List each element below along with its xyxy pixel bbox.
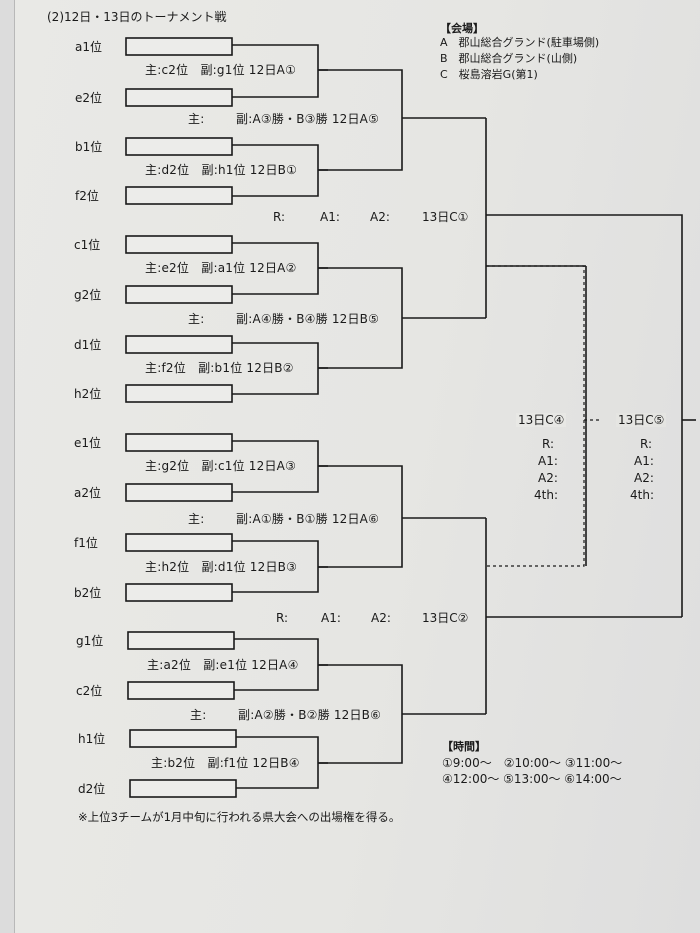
final-c4-label: 13日C④	[516, 413, 567, 427]
round2-match-label: 副:A④勝・B④勝 12日B⑤	[236, 312, 380, 326]
semi1-referee: R:	[273, 210, 286, 224]
times-row-1: ①9:00～ ②10:00～ ③11:00～	[442, 756, 623, 770]
team-label: c2位	[76, 684, 103, 698]
semi2-label: 13日C②	[422, 611, 469, 625]
team-label: e1位	[74, 436, 102, 450]
round1-match-label: 主:c2位 副:g1位 12日A①	[145, 63, 297, 77]
final-c5-a2: A2:	[634, 471, 654, 485]
footnote: ※上位3チームが1月中旬に行われる県大会への出場権を得る。	[78, 810, 401, 824]
round1-match-label: 主:e2位 副:a1位 12日A②	[145, 261, 297, 275]
round2-main-referee: 主:	[188, 112, 205, 126]
team-label: a1位	[75, 40, 102, 54]
venue-c: C 桜島溶岩G(第1)	[440, 68, 538, 81]
round2-main-referee: 主:	[188, 312, 205, 326]
final-c5-label: 13日C⑤	[616, 413, 667, 427]
round2-main-referee: 主:	[188, 512, 205, 526]
round2-match-label: 副:A②勝・B②勝 12日B⑥	[238, 708, 382, 722]
round1-match-label: 主:g2位 副:c1位 12日A③	[145, 459, 297, 473]
team-label: a2位	[74, 486, 101, 500]
round2-match-label: 副:A①勝・B①勝 12日A⑥	[236, 512, 380, 526]
venue-b: B 郡山総合グランド(山側)	[440, 52, 578, 65]
final-c4-fourth: 4th:	[534, 488, 558, 502]
team-label: e2位	[75, 91, 103, 105]
round1-match-label: 主:f2位 副:b1位 12日B②	[145, 361, 294, 375]
times-row-2: ④12:00～ ⑤13:00～ ⑥14:00～	[442, 772, 622, 786]
final-c5-referee: R:	[640, 437, 653, 451]
team-label: f2位	[75, 189, 99, 203]
round1-match-label: 主:h2位 副:d1位 12日B③	[145, 560, 298, 574]
round2-match-label: 副:A③勝・B③勝 12日A⑤	[236, 112, 380, 126]
semi2-referee: R:	[276, 611, 289, 625]
round2-main-referee: 主:	[190, 708, 207, 722]
team-label: b1位	[75, 140, 103, 154]
times-heading: 【時間】	[442, 740, 486, 753]
team-label: d2位	[78, 782, 106, 796]
final-c5-a1: A1:	[634, 454, 654, 468]
final-c4-a1: A1:	[538, 454, 558, 468]
round1-match-label: 主:d2位 副:h1位 12日B①	[145, 163, 298, 177]
team-label: g1位	[76, 634, 104, 648]
semi1-a1: A1:	[320, 210, 340, 224]
semi2-a2: A2:	[371, 611, 391, 625]
round1-match-label: 主:b2位 副:f1位 12日B④	[151, 756, 300, 770]
venue-a: A 郡山総合グランド(駐車場側)	[440, 36, 600, 49]
team-label: c1位	[74, 238, 101, 252]
team-label: f1位	[74, 536, 98, 550]
team-label: d1位	[74, 338, 102, 352]
team-label: b2位	[74, 586, 102, 600]
semi1-a2: A2:	[370, 210, 390, 224]
venue-heading: 【会場】	[440, 22, 484, 35]
round1-match-label: 主:a2位 副:e1位 12日A④	[147, 658, 299, 672]
final-c4-a2: A2:	[538, 471, 558, 485]
semi2-a1: A1:	[321, 611, 341, 625]
final-c4-referee: R:	[542, 437, 555, 451]
team-label: h1位	[78, 732, 106, 746]
final-c5-fourth: 4th:	[630, 488, 654, 502]
team-label: g2位	[74, 288, 102, 302]
team-label: h2位	[74, 387, 102, 401]
semi1-label: 13日C①	[422, 210, 469, 224]
page-title: (2)12日・13日のトーナメント戦	[47, 10, 227, 24]
